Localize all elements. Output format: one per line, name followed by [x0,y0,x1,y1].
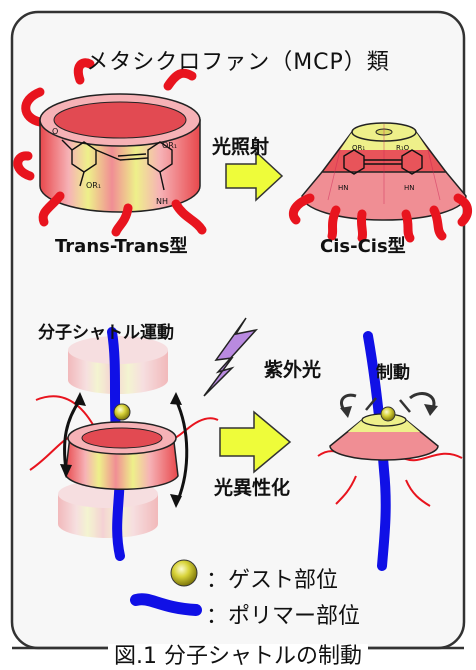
figure-caption-text: 図.1 分子シャトルの制動 [108,644,368,669]
svg-text:R₁O: R₁O [396,144,410,152]
guest-site-legend-label: ：ゲスト部位 [206,562,338,594]
braking-label: 制動 [376,358,410,383]
photoisomerization-label: 光異性化 [214,473,290,500]
uv-light-label: 紫外光 [264,355,321,382]
cis-cis-label: Cis-Cis型 [320,232,406,258]
polymer-site-legend-label: ：ポリマー部位 [206,598,360,630]
shuttle-motion-heading: 分子シャトル運動 [38,318,174,343]
svg-text:HN: HN [338,184,349,192]
guest-legend-swatch [171,560,197,586]
svg-text:HN: HN [404,184,415,192]
figure-title: メタシクロファン（MCP）類 [0,44,476,76]
svg-text:NH: NH [156,197,168,206]
trans-trans-label: Trans-Trans型 [55,232,188,258]
photo-irradiation-label: 光照射 [212,132,269,159]
svg-text:O: O [52,127,58,136]
svg-text:OR₁: OR₁ [86,181,101,190]
svg-text:OR₁: OR₁ [352,144,365,152]
svg-text:OR₁: OR₁ [162,141,177,150]
figure-caption: 図.1 分子シャトルの制動 [0,638,476,670]
